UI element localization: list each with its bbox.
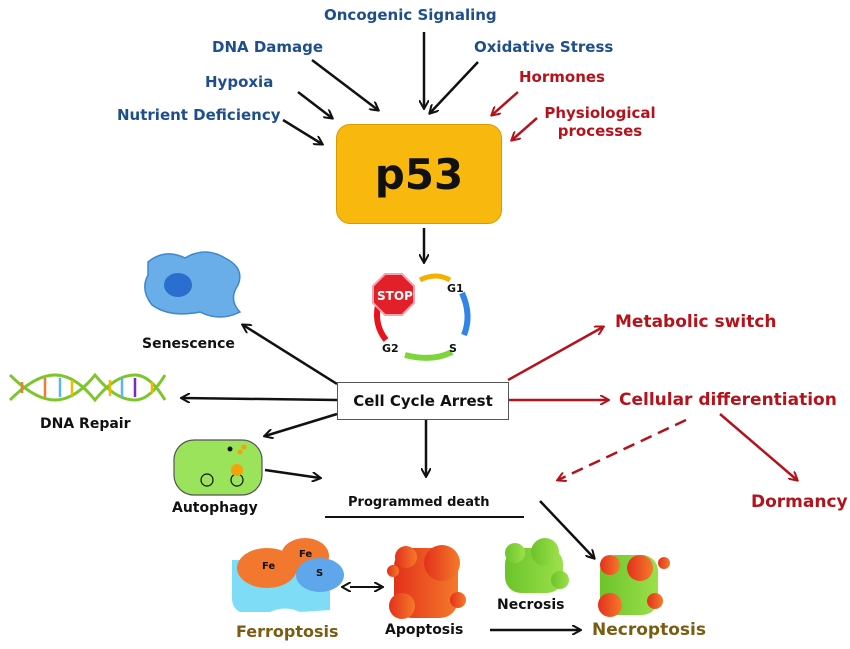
label-cellular-differentiation: Cellular differentiation <box>619 390 837 410</box>
label-g2: G2 <box>382 342 399 355</box>
label-senescence: Senescence <box>142 336 235 352</box>
label-oxidative-stress: Oxidative Stress <box>474 38 614 56</box>
apoptosis-icon <box>387 545 466 619</box>
cell-cycle-icon <box>372 273 471 361</box>
arrow-oxidative <box>430 61 479 113</box>
arrow-autophagy-to-death <box>264 468 320 478</box>
autophagy-cell-icon <box>173 439 263 496</box>
label-g1: G1 <box>447 282 464 295</box>
label-s: S <box>449 342 457 355</box>
label-hypoxia: Hypoxia <box>205 73 274 91</box>
label-oncogenic-signaling: Oncogenic Signaling <box>324 6 497 24</box>
label-nutrient-deficiency: Nutrient Deficiency <box>117 106 281 124</box>
arrow-to-dna-repair <box>182 398 338 400</box>
arrow-to-dormancy <box>719 413 797 480</box>
arrow-to-senescence <box>243 325 338 386</box>
label-dna-damage: DNA Damage <box>212 38 324 56</box>
label-sulfur: S <box>316 568 324 579</box>
arrow-hormones <box>492 91 519 115</box>
label-dormancy: Dormancy <box>751 492 848 512</box>
ferroptosis-icon <box>232 538 344 612</box>
cell-cycle-arrest-node: Cell Cycle Arrest <box>337 382 509 420</box>
label-necroptosis: Necroptosis <box>592 620 706 640</box>
arrow-nutrient <box>282 118 322 144</box>
arrow-death-to-necroptosis <box>539 500 594 558</box>
label-physiological-line2: processes <box>557 122 643 140</box>
necrosis-icon <box>505 538 569 593</box>
label-ferroptosis: Ferroptosis <box>236 622 339 641</box>
dna-helix-icon <box>8 372 167 403</box>
arrow-to-autophagy <box>265 412 338 436</box>
label-autophagy: Autophagy <box>172 500 258 516</box>
label-apoptosis: Apoptosis <box>385 622 464 638</box>
label-hormones: Hormones <box>519 68 605 86</box>
senescence-cell-icon <box>144 251 242 318</box>
label-dna-repair: DNA Repair <box>40 416 131 432</box>
label-necrosis: Necrosis <box>497 597 565 613</box>
label-physiological-line1: Physiological <box>544 104 656 122</box>
label-metabolic-switch: Metabolic switch <box>615 312 777 332</box>
label-fe-1: Fe <box>262 561 276 572</box>
label-programmed-death: Programmed death <box>348 495 490 510</box>
necroptosis-icon <box>598 555 670 617</box>
label-physiological-processes: Physiological processes <box>540 104 660 140</box>
input-arrows <box>282 32 538 262</box>
arrow-hypoxia <box>297 91 332 118</box>
p53-node: p53 <box>336 124 502 224</box>
label-fe-2: Fe <box>299 549 313 560</box>
arrow-dna-damage <box>311 59 378 110</box>
stop-sign-label: STOP <box>377 289 413 303</box>
stop-sign-icon <box>372 273 415 316</box>
arrow-to-metabolic-switch <box>507 327 603 382</box>
arrow-differentiation-to-death <box>558 418 687 480</box>
arrow-physiological <box>512 117 538 140</box>
